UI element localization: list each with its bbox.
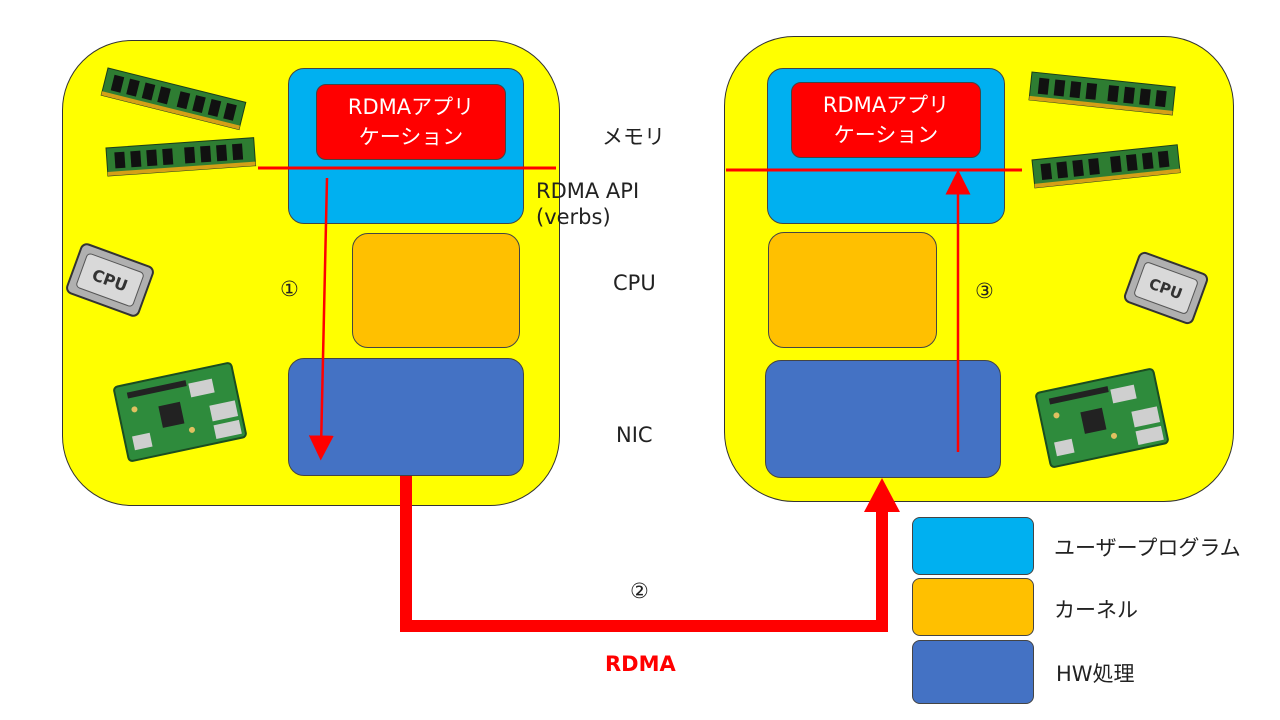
legend-swatch-hw (912, 640, 1034, 704)
rdma-label: RDMA (605, 652, 676, 676)
memory-label: メモリ (602, 125, 665, 149)
legend-swatch-user (912, 517, 1034, 575)
legend-label-kernel: カーネル (1054, 598, 1138, 622)
left-rdma-app: RDMAアプリ ケーション (316, 84, 506, 160)
nic-label: NIC (616, 423, 653, 447)
step-1-arrow (308, 177, 334, 461)
right-rdma-app: RDMAアプリ ケーション (791, 82, 981, 158)
step-2-label: ② (630, 579, 649, 603)
legend-swatch-kernel (912, 578, 1034, 636)
right-nic-layer (765, 360, 1001, 478)
step-3-label: ③ (975, 279, 994, 303)
legend-label-hw: HW処理 (1056, 662, 1135, 686)
step-1-label: ① (280, 277, 299, 301)
rdma-path (400, 476, 888, 632)
cpu-label: CPU (613, 271, 656, 295)
right-kernel-layer (768, 232, 937, 348)
left-kernel-layer (352, 233, 520, 348)
legend-label-user: ユーザープログラム (1054, 536, 1241, 560)
api-label: RDMA API (verbs) (536, 179, 640, 229)
rdma-arrowhead (864, 478, 900, 512)
